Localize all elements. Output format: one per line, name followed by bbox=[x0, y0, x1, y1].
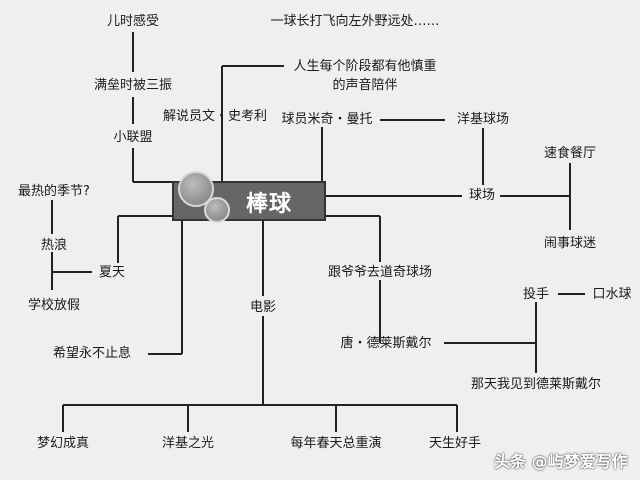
node-summer: 夏天 bbox=[98, 265, 126, 280]
node-the-natural: 天生好手 bbox=[428, 436, 482, 451]
node-hottest-season: 最热的季节? bbox=[18, 184, 90, 199]
watermark: 头条 @屿梦爱写作 bbox=[494, 452, 628, 471]
node-player-mickey: 球员米奇・曼托 bbox=[281, 112, 373, 127]
node-pride-yankees: 洋基之光 bbox=[161, 436, 215, 451]
node-yankee-stadium: 洋基球场 bbox=[456, 112, 510, 127]
node-childhood-feeling: 儿时感受 bbox=[106, 14, 160, 29]
node-heat-wave: 热浪 bbox=[40, 238, 68, 253]
node-long-hit: 一球长打飞向左外野远处…… bbox=[270, 14, 440, 29]
node-don-drysdale: 唐・德莱斯戴尔 bbox=[340, 336, 432, 351]
node-grandpa-dodger: 跟爷爷去道奇球场 bbox=[327, 265, 433, 280]
node-little-league: 小联盟 bbox=[113, 130, 153, 145]
bubble-small-icon bbox=[204, 197, 230, 223]
node-spring-rerun: 每年春天总重演 bbox=[290, 436, 382, 451]
node-field-of-dreams: 梦幻成真 bbox=[36, 436, 90, 451]
node-school-vacation: 学校放假 bbox=[27, 298, 81, 313]
root-node: 棒球 bbox=[172, 171, 326, 223]
node-movies: 电影 bbox=[249, 300, 277, 315]
node-ballpark: 球场 bbox=[468, 188, 496, 203]
node-saw-drysdale: 那天我见到德莱斯戴尔 bbox=[470, 377, 602, 392]
node-spitball: 口水球 bbox=[592, 287, 632, 302]
node-hope-never-ends: 希望永不止息 bbox=[52, 346, 132, 361]
node-bases-loaded-strikeout: 满垒时被三振 bbox=[93, 78, 173, 93]
node-pitcher: 投手 bbox=[522, 287, 550, 302]
node-fast-food: 速食餐厅 bbox=[543, 146, 597, 161]
node-rowdy-fans: 闹事球迷 bbox=[543, 236, 597, 251]
node-voice-companion: 人生每个阶段都有他慎重的声音陪伴 bbox=[293, 59, 437, 93]
node-announcer: 解说员文・史考利 bbox=[162, 109, 268, 124]
root-node-label: 棒球 bbox=[246, 192, 293, 217]
